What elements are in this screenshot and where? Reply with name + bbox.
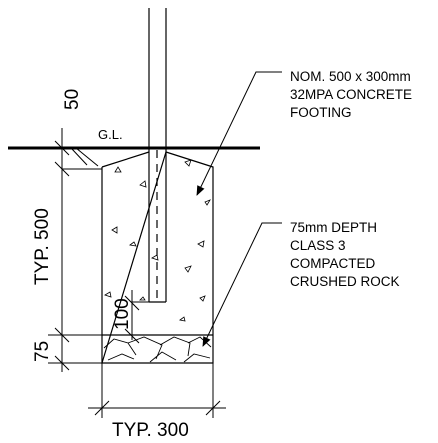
dim-label-100: 100 — [112, 298, 133, 330]
concrete-footing — [101, 151, 214, 364]
base-callout-line-3: COMPACTED — [290, 256, 376, 271]
dim-50-line — [71, 147, 99, 167]
footing-callout-line-1: NOM. 500 x 300mm — [290, 69, 411, 84]
left-vertical-dimension — [48, 128, 102, 372]
base-callout-line-1: 75mm DEPTH — [290, 220, 377, 235]
base-callout-line-2: CLASS 3 — [290, 238, 346, 253]
post — [148, 8, 167, 303]
footing-callout-text: NOM. 500 x 300mm 32MPA CONCRETE FOOTING — [290, 69, 412, 120]
crushed-rock-base — [102, 334, 213, 363]
dim-label-typ-500: TYP. 500 — [32, 208, 53, 285]
base-callout-text: 75mm DEPTH CLASS 3 COMPACTED CRUSHED ROC… — [290, 220, 400, 289]
aggregate-texture — [104, 159, 211, 322]
bottom-horizontal-dimension — [88, 363, 226, 418]
footing-callout-line-2: 32MPA CONCRETE — [290, 87, 412, 102]
dim-label-typ-300: TYP. 300 — [112, 420, 189, 441]
dim-label-75: 75 — [32, 341, 53, 362]
dim-100-line — [124, 290, 149, 344]
base-callout-line-4: CRUSHED ROCK — [290, 274, 400, 289]
ground-level-label: G.L. — [98, 127, 123, 142]
footing-callout-leader — [196, 71, 282, 196]
base-callout-leader — [202, 222, 282, 347]
footing-callout-line-3: FOOTING — [290, 105, 352, 120]
dim-label-50: 50 — [62, 89, 83, 110]
